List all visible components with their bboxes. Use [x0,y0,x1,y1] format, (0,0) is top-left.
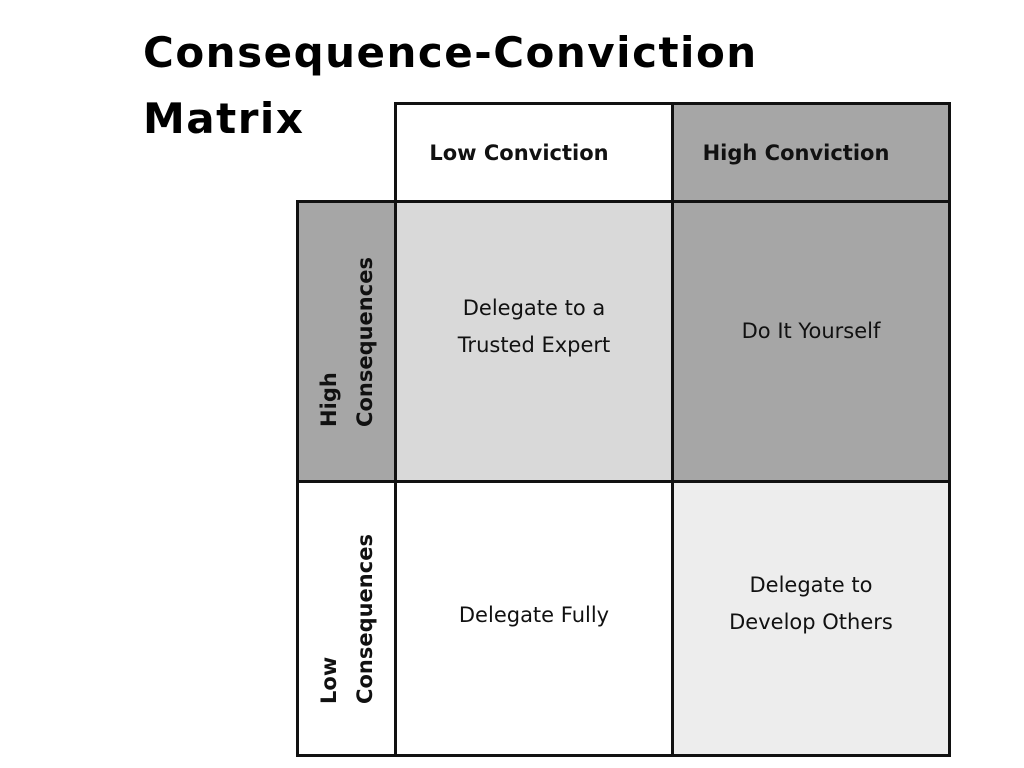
row-header-high-line2: Consequences [352,256,377,427]
cell-low-high-text: Delegate to Develop Others [729,567,893,641]
cell-high-low-line2: Trusted Expert [457,332,611,357]
column-header-high-label: High Conviction [702,140,890,165]
column-header-high-conviction: High Conviction [671,102,951,203]
row-header-low-label: Low Consequences [311,534,383,704]
cell-high-low-text: Delegate to a Trusted Expert [458,290,611,364]
cell-low-high-line1: Delegate to [749,572,873,597]
column-header-low-label: Low Conviction [429,140,609,165]
cell-high-consequence-high-conviction: Do It Yourself [671,200,951,483]
cell-high-high-line1: Do It Yourself [741,319,881,343]
row-header-low-line2: Consequences [352,533,377,704]
cell-high-low-line1: Delegate to a [462,295,606,320]
row-header-high-line1: High [316,371,341,427]
cell-low-consequence-high-conviction: Delegate to Develop Others [671,480,951,757]
diagram-title: Consequence-Conviction Matrix [143,20,783,152]
column-header-low-conviction: Low Conviction [394,102,674,203]
title-line-1: Consequence-Conviction [143,28,758,77]
cell-low-high-line2: Develop Others [729,609,893,634]
cell-low-low-line1: Delegate Fully [458,603,610,627]
row-header-low-consequences: Low Consequences [296,480,397,757]
row-header-high-label: High Consequences [311,257,383,427]
row-header-high-consequences: High Consequences [296,200,397,483]
row-header-low-line1: Low [316,656,341,704]
cell-low-consequence-low-conviction: Delegate Fully [394,480,674,757]
cell-high-consequence-low-conviction: Delegate to a Trusted Expert [394,200,674,483]
title-line-2: Matrix [143,94,305,143]
